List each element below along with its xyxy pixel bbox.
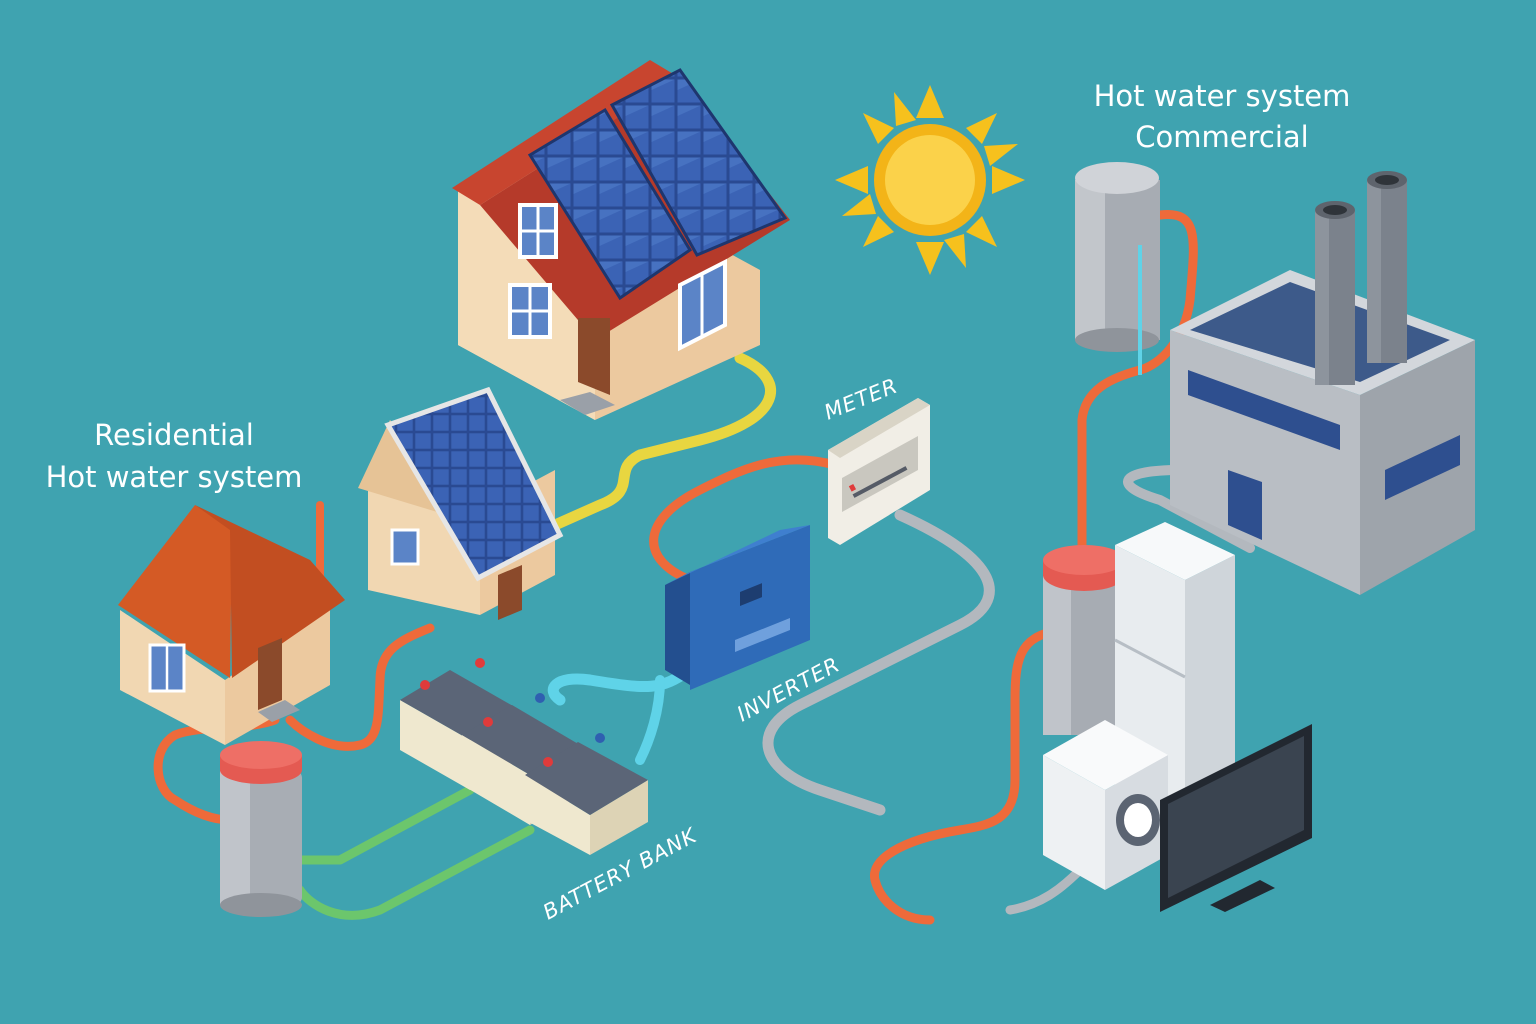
washing-machine bbox=[1043, 720, 1168, 890]
residential-caption: Residential Hot water system bbox=[46, 418, 303, 494]
small-house-solar-panel bbox=[384, 386, 564, 582]
factory-cable bbox=[1123, 465, 1255, 553]
appliance-tank bbox=[1043, 545, 1125, 735]
sun-icon bbox=[835, 85, 1025, 275]
large-house-solar-panel-left bbox=[527, 107, 693, 301]
large-house-solar-panel-right bbox=[609, 68, 788, 257]
commercial-caption-line1: Hot water system bbox=[1094, 79, 1351, 113]
inverter-battery-cable bbox=[547, 664, 696, 706]
residential-house bbox=[118, 505, 345, 745]
grid-cable bbox=[762, 509, 995, 816]
commercial-caption-line2: Commercial bbox=[1135, 120, 1308, 154]
residential-tank bbox=[220, 741, 302, 917]
battery-cable-2 bbox=[295, 825, 535, 920]
residential-caption-line1: Residential bbox=[94, 418, 254, 452]
commercial-tank bbox=[1075, 162, 1160, 375]
inverter bbox=[665, 525, 810, 690]
battery-cable-1 bbox=[295, 785, 475, 865]
appliance-pipe bbox=[870, 627, 1055, 925]
meter-inverter-cable bbox=[649, 455, 840, 585]
meter bbox=[828, 398, 930, 545]
battery-3 bbox=[525, 733, 648, 855]
large-house bbox=[452, 60, 790, 420]
residential-pipe-2 bbox=[285, 623, 435, 751]
commercial-caption: Hot water system Commercial bbox=[1094, 79, 1351, 154]
television bbox=[1160, 724, 1312, 912]
factory bbox=[1170, 171, 1475, 595]
solar-cable bbox=[549, 352, 776, 531]
residential-caption-line2: Hot water system bbox=[46, 460, 303, 494]
small-house bbox=[358, 386, 564, 620]
battery-bank bbox=[400, 658, 648, 855]
